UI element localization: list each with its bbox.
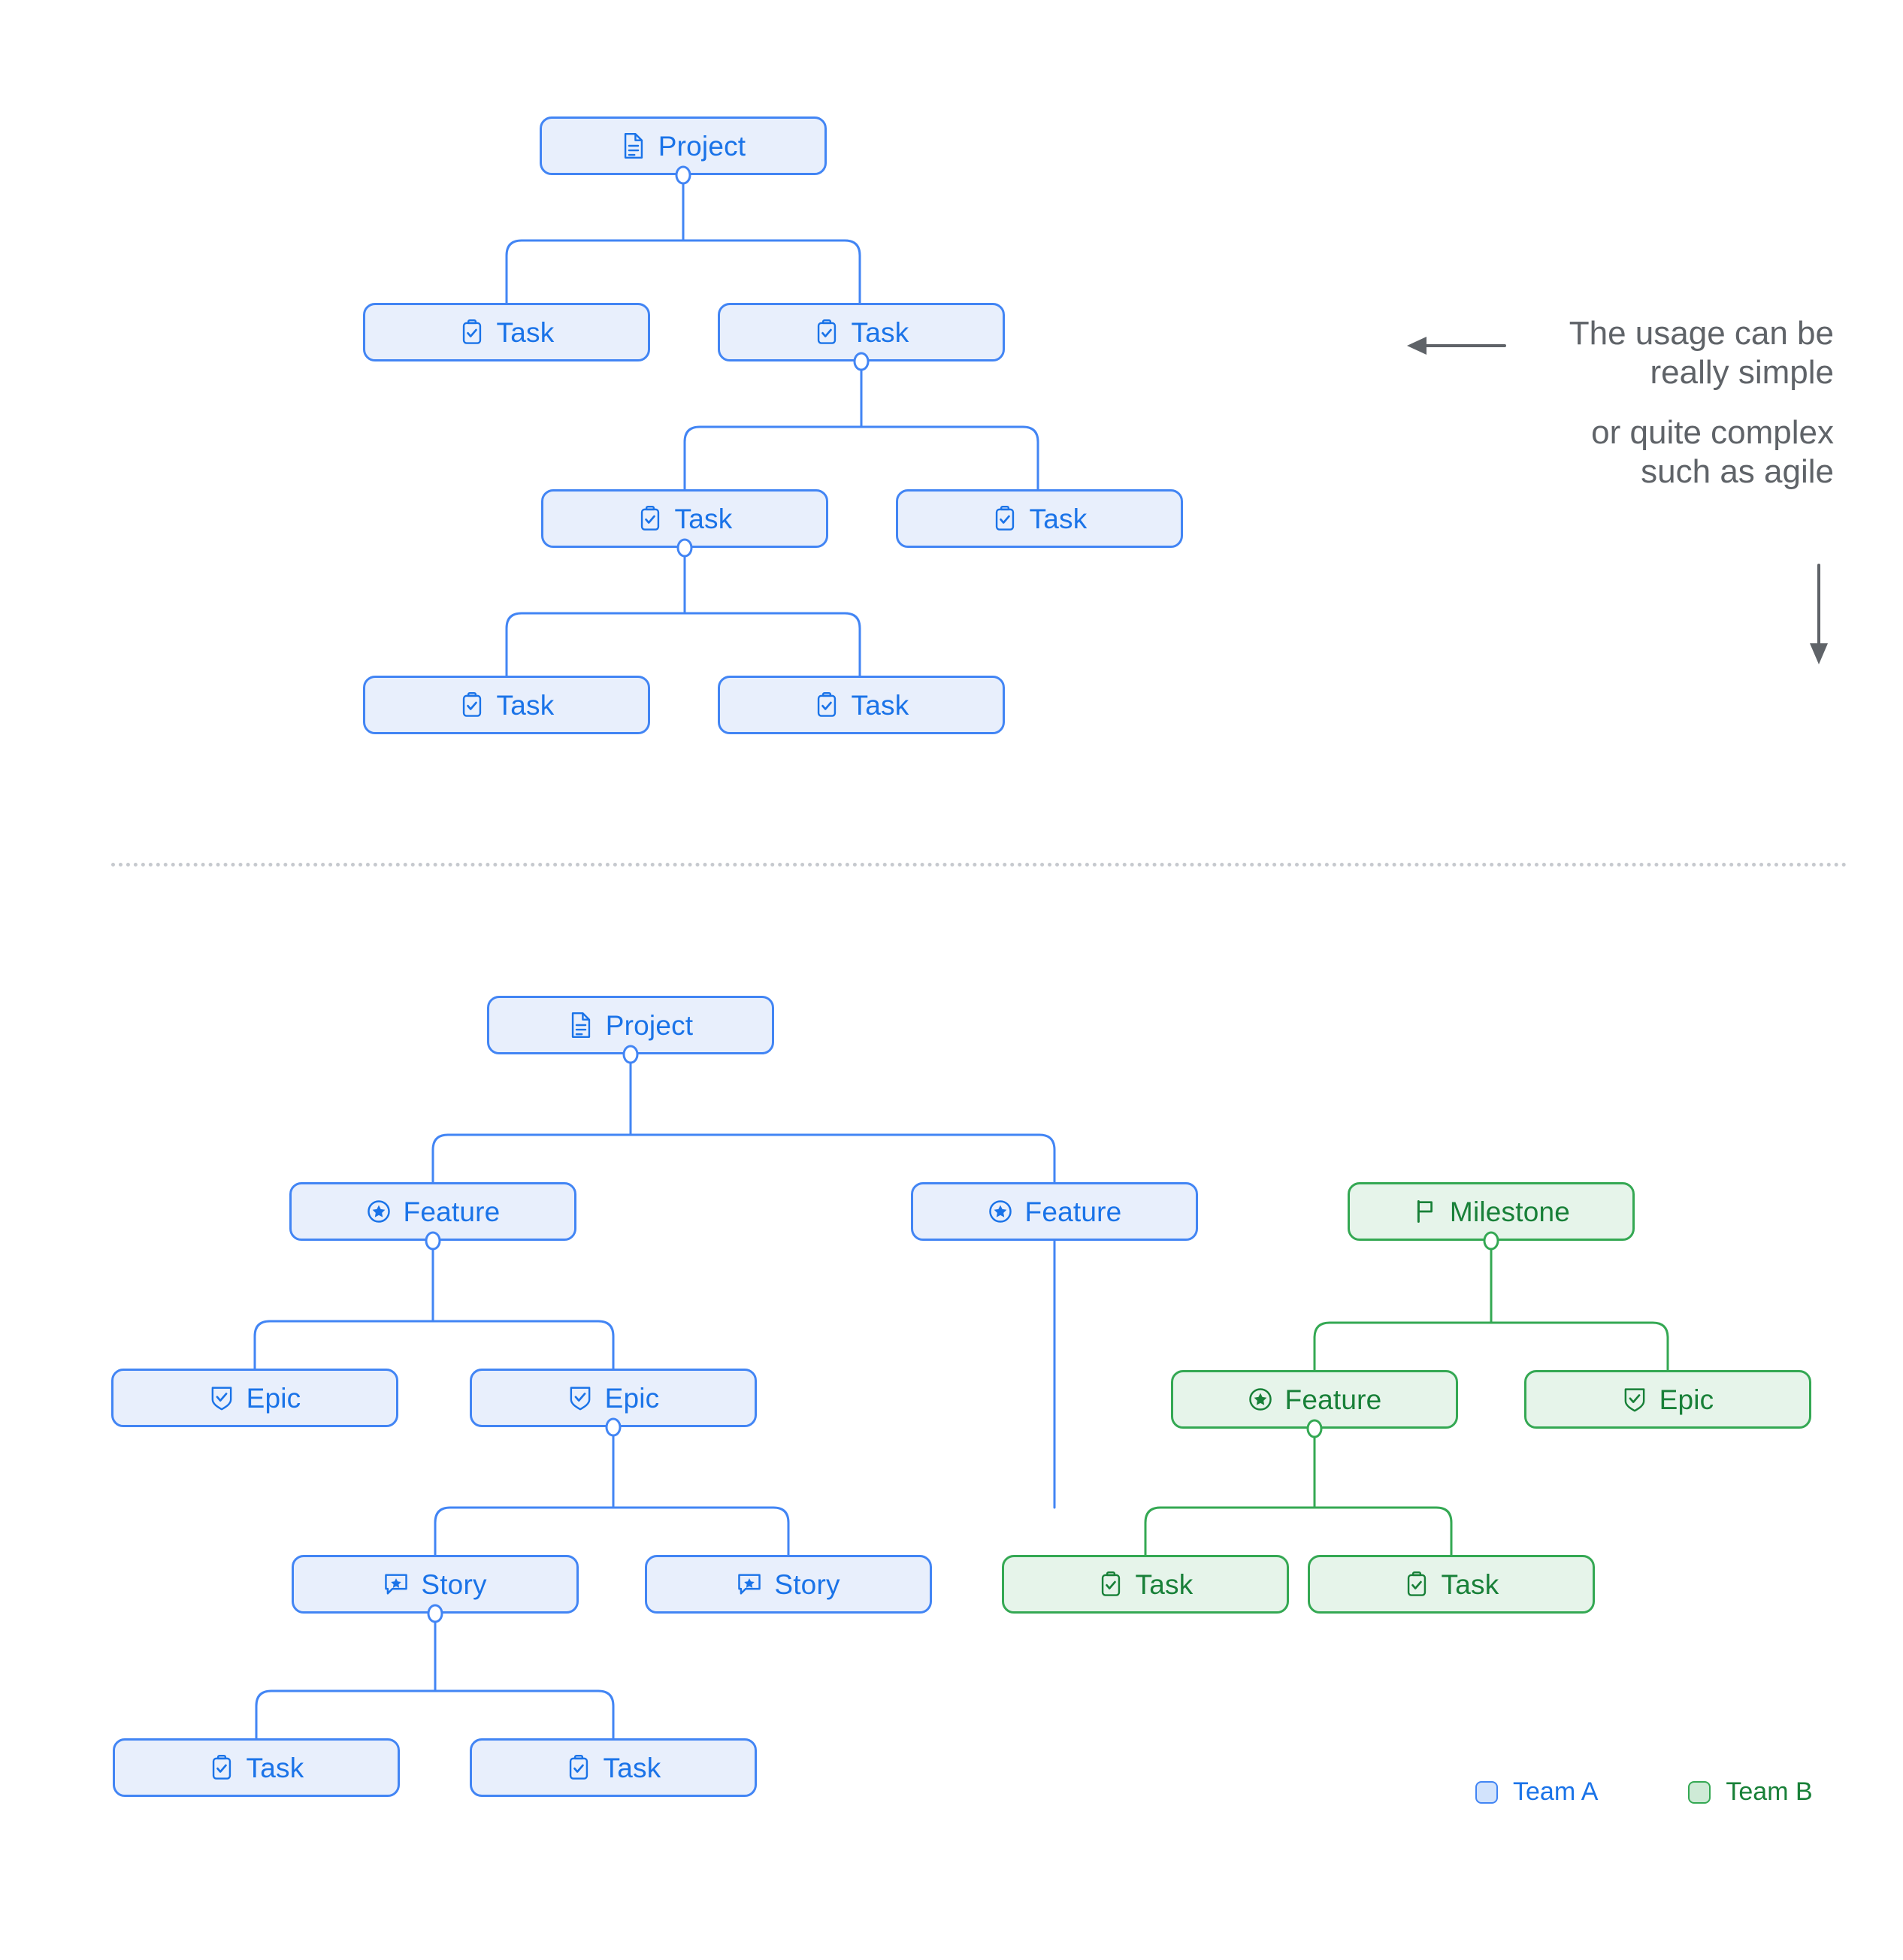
node-feature-3[interactable]: Feature	[1171, 1370, 1458, 1429]
node-label: Task	[1029, 503, 1088, 534]
clipboard-check-icon	[992, 506, 1018, 531]
shield-check-icon	[1622, 1387, 1647, 1412]
arrow-down-icon	[1810, 564, 1828, 664]
node-label: Epic	[1659, 1384, 1714, 1415]
annotation-line-2: really simple	[1650, 353, 1834, 391]
node-label: Task	[851, 689, 909, 721]
arrow-left-icon	[1407, 337, 1506, 355]
node-label: Project	[658, 130, 746, 162]
clipboard-check-icon	[459, 692, 485, 718]
legend-item-team-a[interactable]: Team A	[1475, 1777, 1598, 1807]
legend-label: Team B	[1726, 1777, 1813, 1806]
node-epic-2[interactable]: Epic	[470, 1369, 757, 1427]
node-story-2[interactable]: Story	[645, 1555, 932, 1614]
comment-star-icon	[737, 1571, 762, 1597]
square-swatch-icon	[1688, 1780, 1711, 1804]
node-milestone[interactable]: Milestone	[1348, 1182, 1635, 1241]
star-circle-icon	[366, 1199, 392, 1224]
node-label: Task	[674, 503, 733, 534]
annotation-line-3: or quite complex	[1591, 413, 1834, 451]
node-label: Task	[1135, 1568, 1194, 1600]
node-label: Feature	[403, 1196, 501, 1227]
node-task-simple-5[interactable]: Task	[363, 676, 650, 734]
node-feature-2[interactable]: Feature	[911, 1182, 1198, 1241]
clipboard-check-icon	[814, 692, 840, 718]
node-project-simple[interactable]: Project	[540, 116, 827, 175]
comment-star-icon	[383, 1571, 409, 1597]
node-project-agile[interactable]: Project	[487, 996, 774, 1054]
node-task-simple-6[interactable]: Task	[718, 676, 1005, 734]
node-label: Task	[851, 316, 909, 348]
node-label: Task	[496, 316, 555, 348]
star-circle-icon	[1248, 1387, 1273, 1412]
clipboard-check-icon	[637, 506, 663, 531]
node-epic-3[interactable]: Epic	[1524, 1370, 1811, 1429]
node-label: Feature	[1284, 1384, 1382, 1415]
clipboard-check-icon	[1404, 1571, 1430, 1597]
star-circle-icon	[988, 1199, 1013, 1224]
document-icon	[568, 1012, 594, 1038]
node-task-simple-3[interactable]: Task	[541, 489, 828, 548]
node-task-simple-2[interactable]: Task	[718, 303, 1005, 361]
node-label: Milestone	[1449, 1196, 1571, 1227]
section-divider	[111, 863, 1847, 867]
legend-label: Team A	[1513, 1777, 1599, 1806]
clipboard-check-icon	[209, 1755, 234, 1780]
node-task-blue-bottom-1[interactable]: Task	[113, 1738, 400, 1797]
annotation-line-1: The usage can be	[1569, 315, 1834, 352]
square-swatch-icon	[1475, 1780, 1498, 1804]
node-feature-1[interactable]: Feature	[289, 1182, 576, 1241]
annotation-text: The usage can be really simple or quite …	[1458, 314, 1834, 492]
node-label: Task	[246, 1752, 304, 1783]
node-label: Task	[496, 689, 555, 721]
node-label: Feature	[1024, 1196, 1122, 1227]
node-task-simple-1[interactable]: Task	[363, 303, 650, 361]
node-task-blue-bottom-2[interactable]: Task	[470, 1738, 757, 1797]
document-icon	[621, 133, 646, 159]
node-label: Story	[421, 1568, 487, 1600]
node-label: Project	[605, 1009, 694, 1041]
node-task-green-1[interactable]: Task	[1002, 1555, 1289, 1614]
clipboard-check-icon	[566, 1755, 591, 1780]
annotation-line-4: such as agile	[1641, 452, 1834, 490]
shield-check-icon	[209, 1385, 234, 1411]
node-epic-1[interactable]: Epic	[111, 1369, 398, 1427]
node-label: Task	[1441, 1568, 1499, 1600]
node-label: Epic	[246, 1382, 301, 1414]
legend: Team A Team B	[1475, 1777, 1813, 1807]
clipboard-check-icon	[459, 319, 485, 345]
clipboard-check-icon	[814, 319, 840, 345]
node-story-1[interactable]: Story	[292, 1555, 579, 1614]
shield-check-icon	[567, 1385, 593, 1411]
node-label: Story	[774, 1568, 840, 1600]
node-task-simple-4[interactable]: Task	[896, 489, 1183, 548]
node-task-green-2[interactable]: Task	[1308, 1555, 1595, 1614]
node-label: Task	[603, 1752, 661, 1783]
flag-icon	[1412, 1199, 1438, 1224]
clipboard-check-icon	[1098, 1571, 1124, 1597]
node-label: Epic	[604, 1382, 660, 1414]
legend-item-team-b[interactable]: Team B	[1688, 1777, 1813, 1807]
